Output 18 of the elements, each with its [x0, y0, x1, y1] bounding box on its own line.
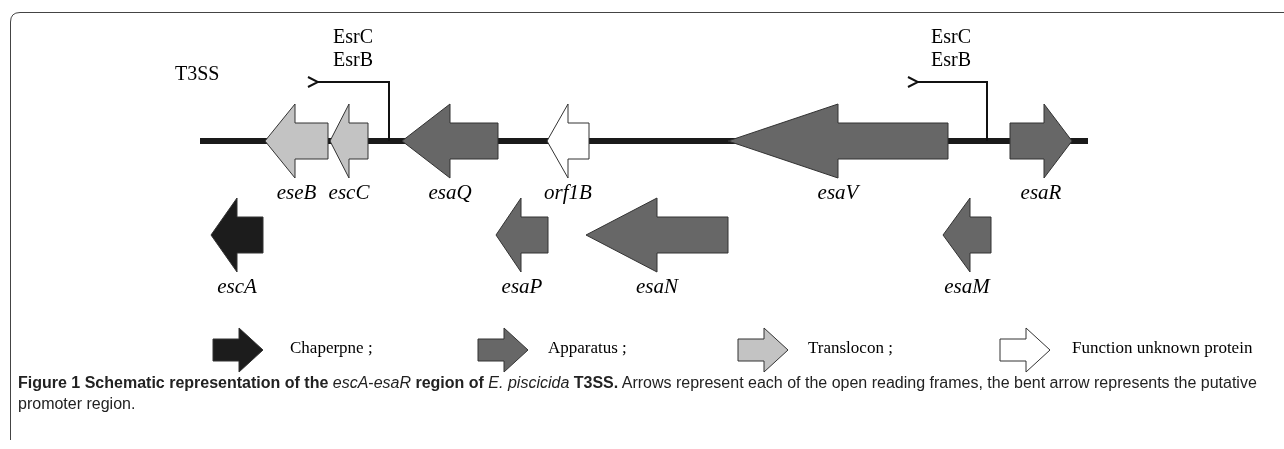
regulator-label: EsrC EsrB	[930, 25, 972, 71]
regulator-label: EsrC EsrB	[332, 25, 374, 71]
gene-label: esaM	[944, 274, 990, 299]
gene-label: eseB	[276, 180, 317, 205]
legend-label: Apparatus ;	[548, 338, 627, 358]
gene-label: esaP	[501, 274, 543, 299]
gene-label: escC	[328, 180, 370, 205]
gene-label: esaN	[636, 274, 678, 299]
legend-label: Translocon ;	[808, 338, 893, 358]
region-label: T3SS	[175, 62, 221, 85]
figure-caption: Figure 1 Schematic representation of the escA-esaR region of E. piscicida T3SS. Arrows represent each of the open reading frames, the bent arrow represents the putative promoter region.	[18, 373, 1258, 414]
gene-label: esaR	[1020, 180, 1062, 205]
gene-label: esaQ	[428, 180, 472, 205]
gene-label: esaV	[817, 180, 859, 205]
legend-label: Function unknown protein	[1072, 338, 1253, 358]
gene-label: orf1B	[544, 180, 592, 205]
legend-label: Chaperpne ;	[290, 338, 373, 358]
gene-label: escA	[217, 274, 257, 299]
